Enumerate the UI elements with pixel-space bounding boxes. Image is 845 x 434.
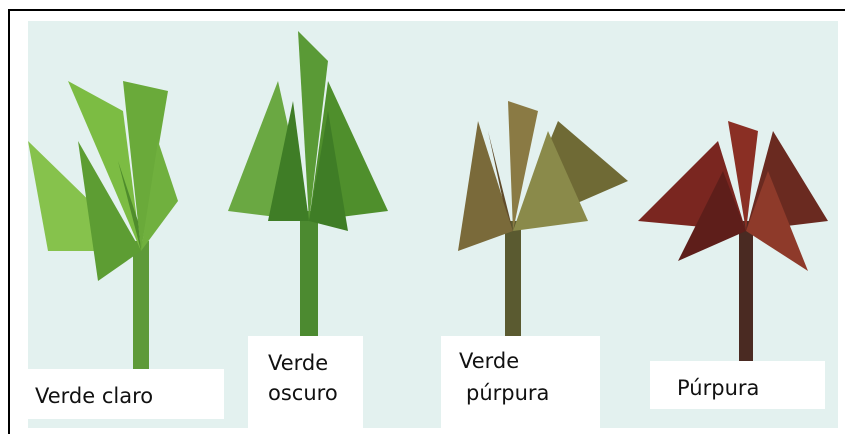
plant-light-green [28, 81, 178, 371]
label-purple-green-line1: Verde [459, 349, 520, 373]
label-purple: Púrpura [650, 361, 825, 409]
label-purple-green-line2: púrpura [466, 381, 550, 405]
label-dark-green-line2: oscuro [268, 381, 338, 405]
label-purple-text: Púrpura [677, 376, 760, 400]
frame-border-left [8, 9, 10, 434]
plant-purple-green [458, 101, 628, 401]
label-dark-green-line1: Verde [268, 351, 329, 375]
label-dark-green: Verde oscuro [248, 336, 363, 434]
label-purple-green: Verde púrpura [441, 336, 600, 434]
label-light-green-text: Verde claro [35, 384, 154, 408]
label-light-green: Verde claro [28, 369, 224, 419]
plant-purple [638, 121, 828, 401]
frame-border-top [8, 9, 845, 11]
